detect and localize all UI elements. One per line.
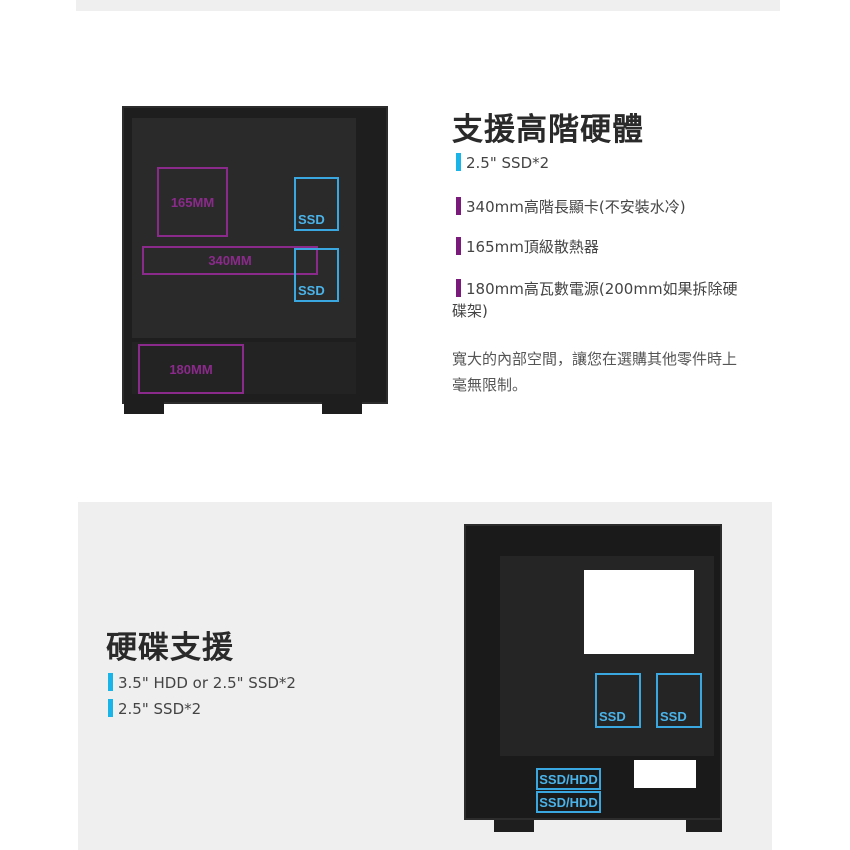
ssd-box: SSD [294, 177, 339, 231]
spec-item: 340mm高階長顯卡(不安裝水冷) [456, 196, 686, 218]
cooler-clearance-box: 165MM [157, 167, 228, 237]
purple-bar-icon [456, 279, 461, 297]
section-title: 硬碟支援 [106, 630, 234, 666]
drive-bay-box: SSD/HDD [536, 768, 601, 790]
section-title: 支援高階硬體 [452, 112, 644, 148]
spec-item: 180mm高瓦數電源(200mm如果拆除硬碟架) [452, 279, 738, 320]
top-band [76, 0, 780, 11]
spec-item: 3.5" HDD or 2.5" SSD*2 [108, 672, 296, 694]
purple-bar-icon [456, 237, 461, 255]
drive-bay-box: SSD/HDD [536, 791, 601, 813]
ssd-box: SSD [595, 673, 641, 728]
ssd-box: SSD [294, 248, 339, 302]
description: 寬大的內部空間，讓您在選購其他零件時上毫無限制。 [452, 350, 738, 394]
psu-clearance-box: 180MM [138, 344, 244, 394]
purple-bar-icon [456, 197, 461, 215]
spec-item: 2.5" SSD*2 [108, 698, 201, 720]
ssd-box: SSD [656, 673, 702, 728]
cyan-bar-icon [456, 153, 461, 171]
gpu-clearance-box: 340MM [142, 246, 318, 275]
cyan-bar-icon [108, 699, 113, 717]
spec-item: 2.5" SSD*2 [456, 152, 549, 174]
cyan-bar-icon [108, 673, 113, 691]
spec-item: 165mm頂級散熱器 [456, 236, 599, 258]
